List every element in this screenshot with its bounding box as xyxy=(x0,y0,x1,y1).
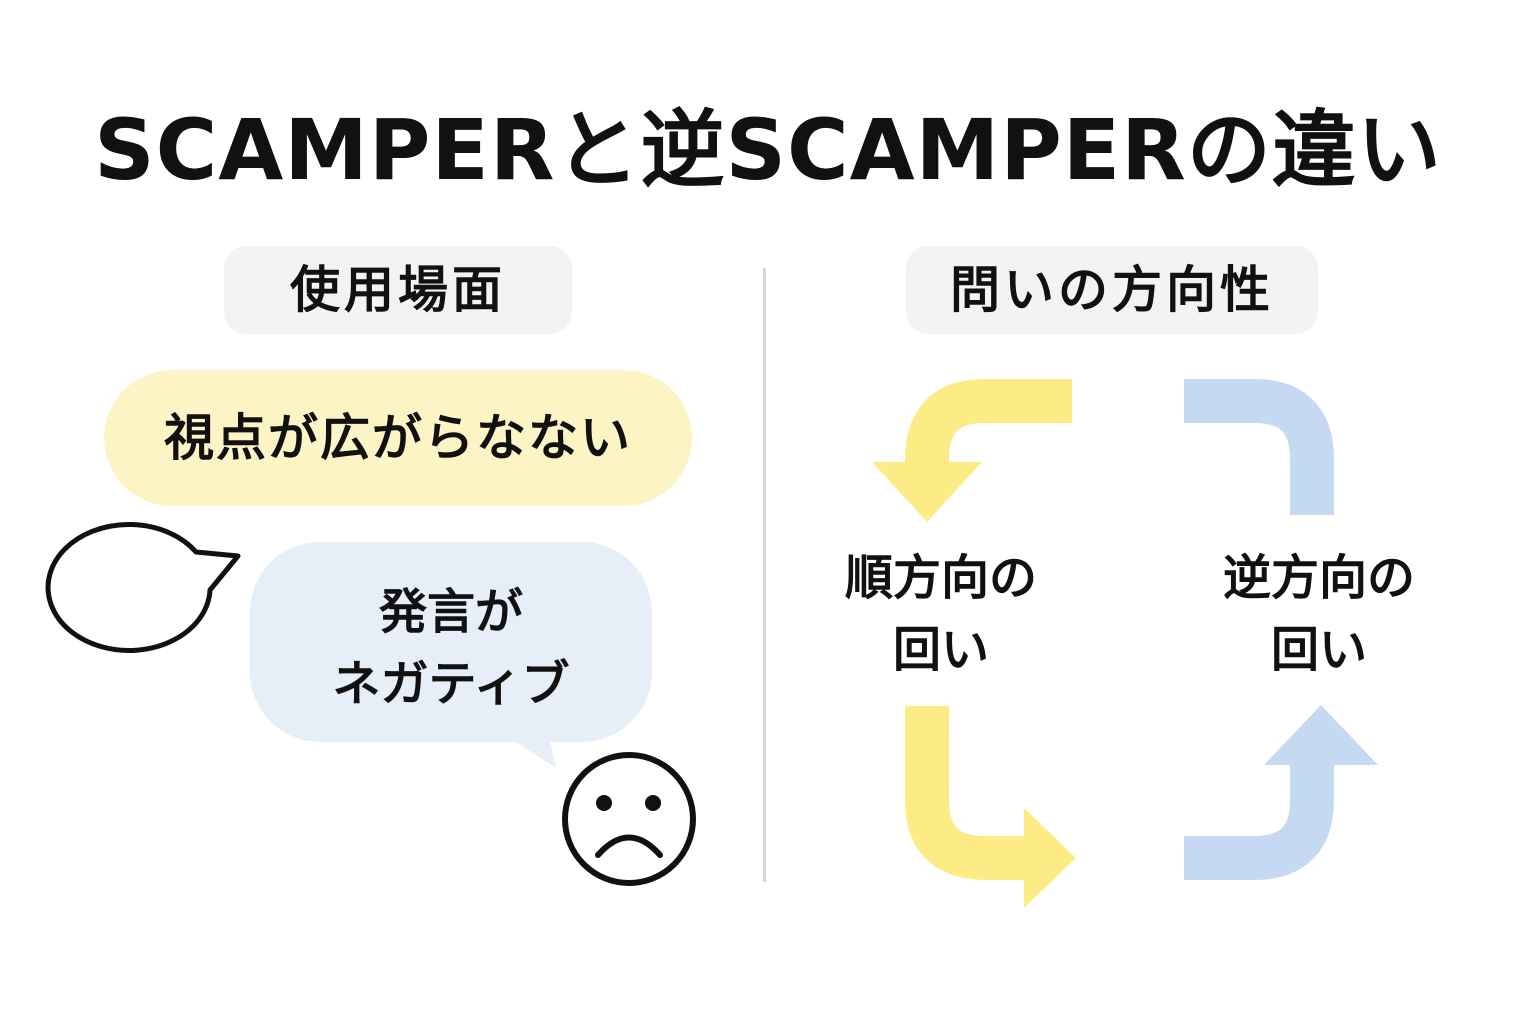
blue-speech-bubble: 発言が ネガティブ xyxy=(250,542,652,742)
yellow-arrow-bottom xyxy=(905,706,1076,908)
speech-bubble-outline-icon xyxy=(45,522,241,653)
section-label-direction: 問いの方向性 xyxy=(906,246,1318,334)
blue-arrow-bottom xyxy=(1184,705,1378,880)
yellow-speech-bubble: 視点が広がらなない xyxy=(104,370,692,506)
forward-line1: 順方向の xyxy=(844,550,1037,606)
section-divider xyxy=(763,268,766,882)
reverse-line2: 回い xyxy=(1270,622,1367,678)
blue-bubble-line1: 発言が xyxy=(378,584,523,640)
yellow-arrow-top xyxy=(872,379,1072,522)
page-title: SCAMPERと逆SCAMPERの違い xyxy=(94,101,1442,199)
blue-arrow-top xyxy=(1184,379,1334,515)
blue-bubble-line2: ネガティブ xyxy=(332,656,570,712)
forward-rotation-label: 順方向の 回い xyxy=(816,542,1066,686)
forward-line2: 回い xyxy=(892,622,989,678)
reverse-rotation-label: 逆方向の 回い xyxy=(1194,542,1444,686)
section-label-usage: 使用場面 xyxy=(224,246,572,334)
sad-face-icon xyxy=(562,752,696,886)
reverse-line1: 逆方向の xyxy=(1222,550,1415,606)
